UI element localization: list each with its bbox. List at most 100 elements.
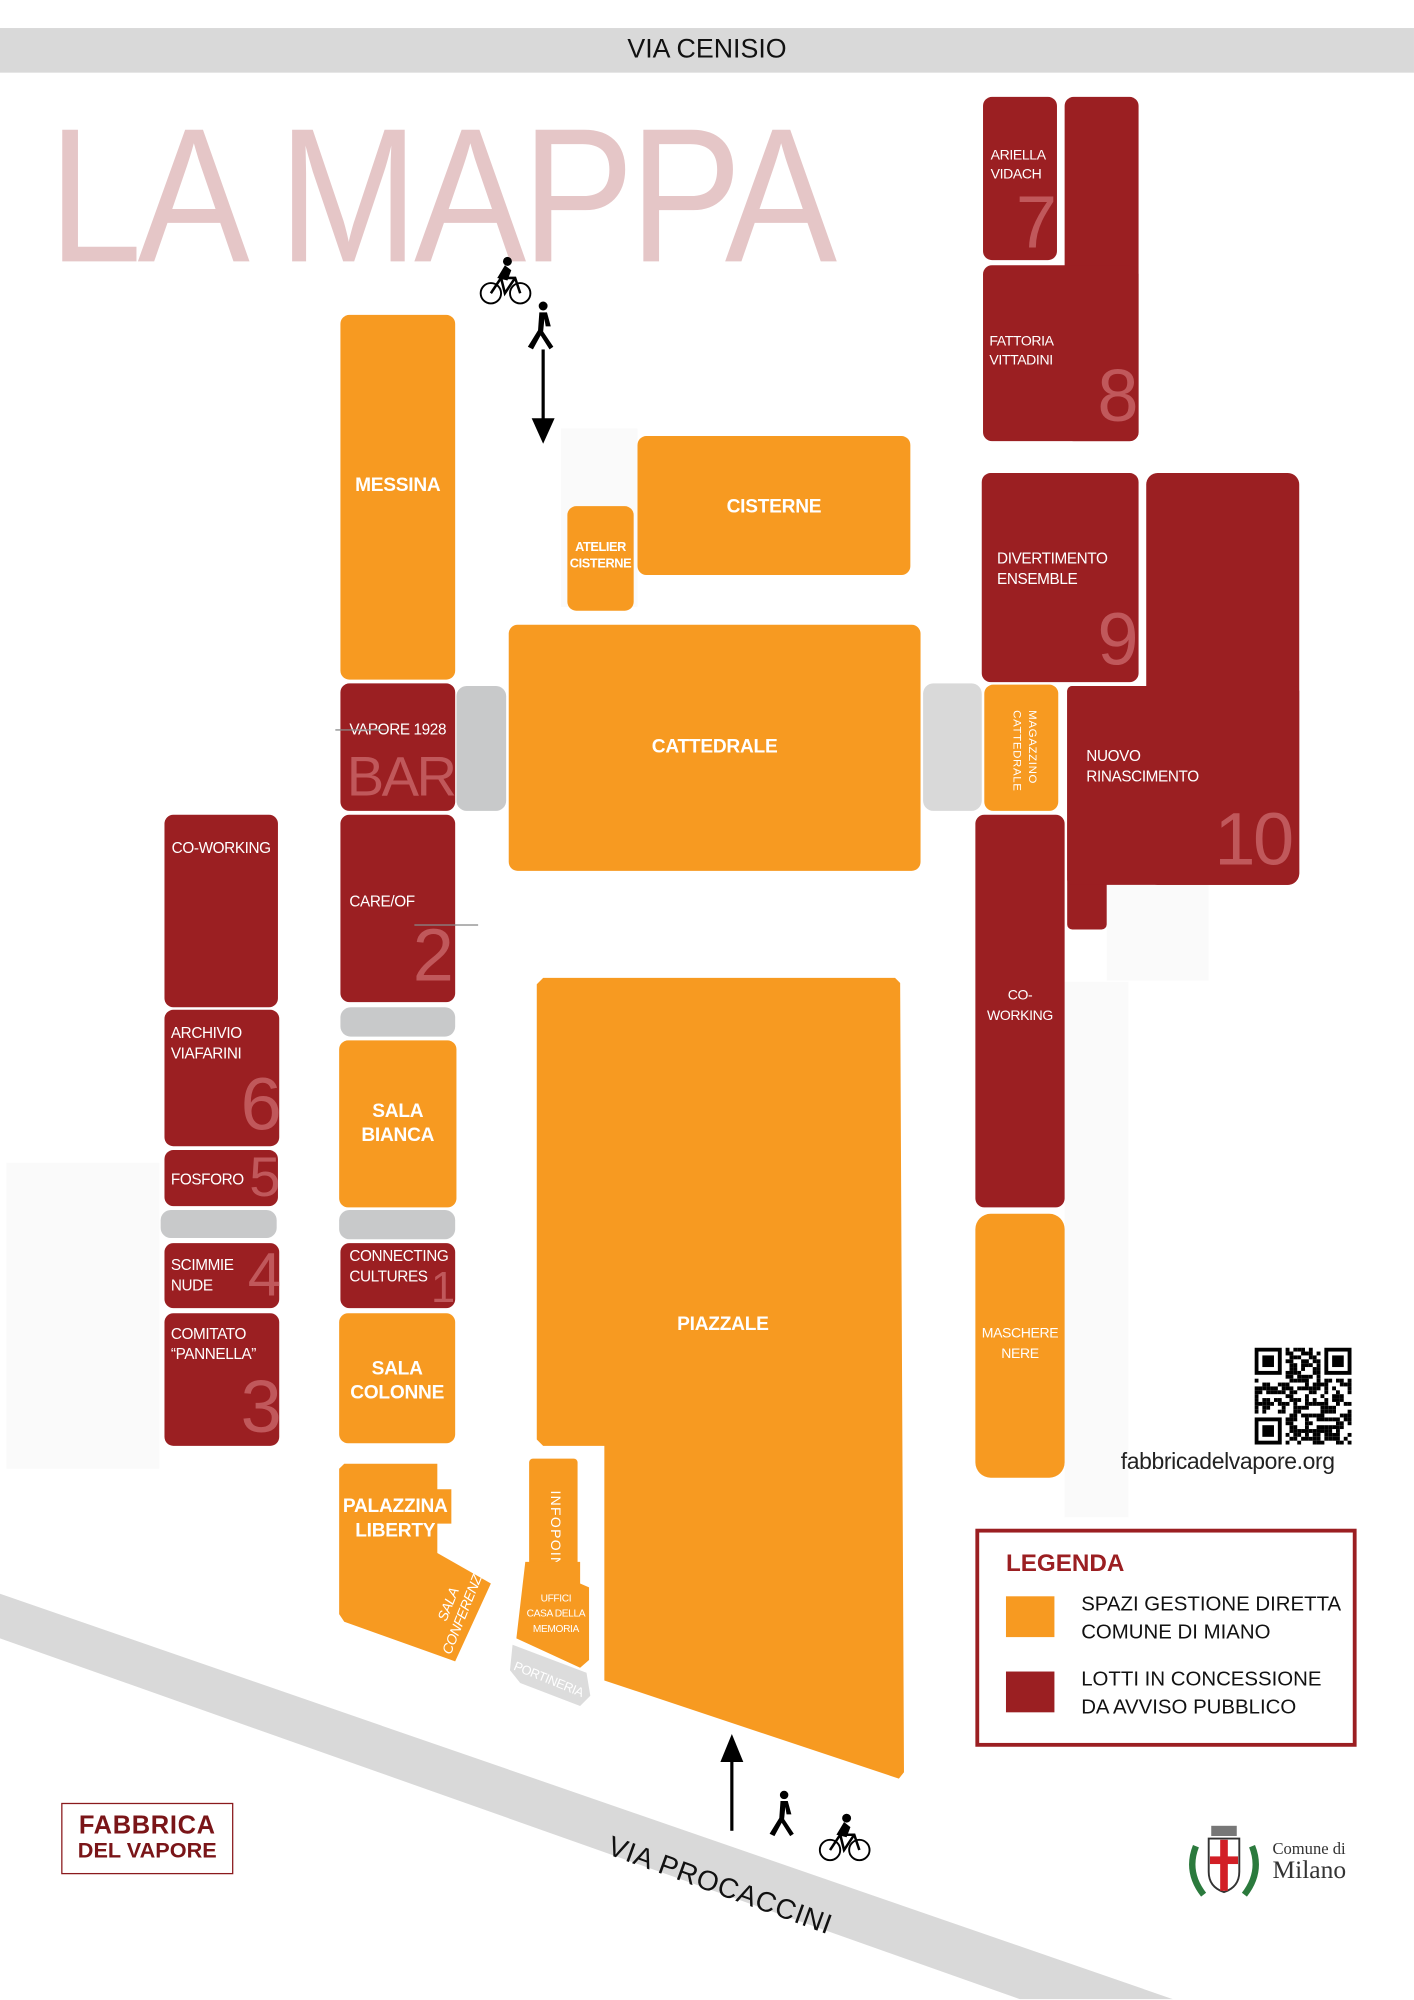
legend-label: SPAZI GESTIONE DIRETTA — [1081, 1593, 1342, 1616]
qr-code[interactable] — [1254, 1347, 1352, 1445]
lot-number: 6 — [240, 1063, 282, 1147]
building-label: CATTEDRALE — [1011, 710, 1024, 792]
building-label: CO-WORKING — [171, 838, 271, 857]
building-ariella-vidach[interactable]: ARIELLA VIDACH 7 — [983, 96, 1057, 264]
building-label: MESSINA — [355, 474, 441, 496]
map-title: LA MAPPA — [48, 87, 837, 303]
building-label: CISTERNE — [726, 495, 822, 518]
building-label: CISTERNE — [569, 557, 632, 572]
logo-text: FABBRICA — [78, 1811, 216, 1840]
lot-number: 9 — [1097, 597, 1138, 681]
building-scimmie-nude[interactable]: SCIMMIE NUDE 4 — [164, 1243, 280, 1309]
building-label: DIVERTIMENTO — [997, 549, 1108, 568]
building-label: CONNECTING — [349, 1246, 449, 1265]
building-tag: BAR — [346, 745, 455, 809]
building-label: CARE/OF — [349, 892, 415, 911]
building-coworking-left[interactable]: CO-WORKING — [164, 814, 278, 1008]
building-label: MASCHERE — [981, 1326, 1059, 1342]
building-cisterne[interactable]: CISTERNE — [637, 436, 911, 576]
building-vapore-1928-bar[interactable]: VAPORE 1928 BAR — [340, 683, 456, 811]
building-label: ARCHIVIO — [170, 1023, 242, 1042]
marker-line — [335, 729, 387, 731]
lot-number: 7 — [1015, 181, 1057, 264]
street-name: VIA CENISIO — [627, 34, 787, 64]
building-label: CO-WORKING — [987, 988, 1053, 1024]
pedestrian-icon — [769, 1790, 794, 1837]
building-label: SALA — [372, 1100, 424, 1122]
building-label: SALA — [371, 1357, 423, 1380]
legend-title: LEGENDA — [1005, 1550, 1125, 1578]
legend-label: LOTTI IN CONCESSIONE — [1081, 1668, 1322, 1691]
entrance-arrow-icon — [720, 1734, 744, 1831]
building-label: ARIELLA — [990, 147, 1046, 164]
comune-di-milano-logo: Comune di Milano — [1183, 1821, 1355, 1905]
building-messina[interactable]: MESSINA — [340, 314, 456, 680]
building-comitato-pannella[interactable]: COMITATO“PANNELLA” 3 — [164, 1313, 282, 1446]
building-care-of[interactable]: CARE/OF 2 — [340, 814, 456, 1003]
building-label: FOSFORO — [170, 1170, 244, 1189]
building-label: ENSEMBLE — [997, 569, 1078, 588]
building-label: PIAZZALE — [677, 1313, 769, 1335]
building-label: FATTORIA — [989, 334, 1054, 350]
two-way-arrow-icon — [531, 349, 555, 444]
logo-text: Milano — [1272, 1856, 1347, 1885]
legend-swatch-red — [1005, 1671, 1055, 1713]
building-label: VIAFARINI — [170, 1044, 242, 1063]
logo-text: DEL VAPORE — [77, 1838, 217, 1863]
building-label: VAPORE 1928 — [349, 720, 447, 739]
building-label: COLONNE — [350, 1382, 445, 1404]
building-cattedrale[interactable]: CATTEDRALE — [508, 624, 921, 871]
building-label: VIDACH — [990, 167, 1042, 183]
lot-number: 2 — [412, 914, 454, 998]
street-via-cenisio: VIA CENISIO — [0, 28, 1414, 73]
building-label: BIANCA — [361, 1124, 435, 1147]
building-fattoria-vittadini[interactable]: FATTORIA VITTADINI 8 — [983, 265, 1139, 442]
building-fosforo[interactable]: FOSFORO 5 — [164, 1150, 278, 1207]
building-label: CULTURES — [349, 1267, 428, 1286]
building-coworking-right[interactable]: CO-WORKING — [975, 814, 1065, 1208]
building-label: SCIMMIE — [170, 1255, 234, 1274]
connector-passage — [923, 683, 982, 811]
building-label: “PANNELLA” — [170, 1345, 257, 1363]
milano-coat-of-arms-icon — [1189, 1825, 1259, 1897]
lot-number: 10 — [1214, 798, 1294, 882]
building-archivio-viafarini[interactable]: ARCHIVIO VIAFARINI 6 — [164, 1009, 282, 1147]
building-label: VITTADINI — [989, 353, 1053, 369]
building-label: NUOVO — [1086, 747, 1141, 765]
courtyard-area — [1106, 884, 1209, 981]
courtyard-area — [1064, 981, 1129, 1518]
lot-number: 5 — [249, 1150, 278, 1207]
connector-passage — [160, 1209, 277, 1239]
building-label: CATTEDRALE — [651, 735, 778, 758]
building-atelier-cisterne[interactable]: ATELIER CISTERNE — [567, 506, 634, 611]
building-label: COMITATO — [170, 1324, 247, 1343]
website-link[interactable]: fabbricadelvapore.org — [1120, 1448, 1335, 1474]
courtyard-area — [6, 1162, 160, 1469]
fabbrica-del-vapore-logo: FABBRICA DEL VAPORE — [61, 1802, 234, 1875]
lot-number: 4 — [247, 1243, 280, 1309]
building-label: ATELIER — [575, 540, 626, 555]
legend-label: DA AVVISO PUBBLICO — [1081, 1697, 1297, 1719]
building-maschere-nere[interactable]: MASCHERE NERE — [975, 1213, 1065, 1478]
logo-text: Comune di — [1272, 1838, 1346, 1858]
lot-number: 8 — [1097, 354, 1138, 438]
building-label: NERE — [1001, 1346, 1039, 1362]
building-label: RINASCIMENTO — [1086, 767, 1199, 786]
connector-passage — [456, 685, 507, 811]
building-infopoint[interactable]: INFOPOINT — [529, 1458, 578, 1581]
connector-passage — [339, 1209, 456, 1240]
building-nuovo-rinascimento[interactable]: NUOVO RINASCIMENTO 10 — [1067, 685, 1300, 885]
building-label: NUDE — [170, 1276, 213, 1295]
